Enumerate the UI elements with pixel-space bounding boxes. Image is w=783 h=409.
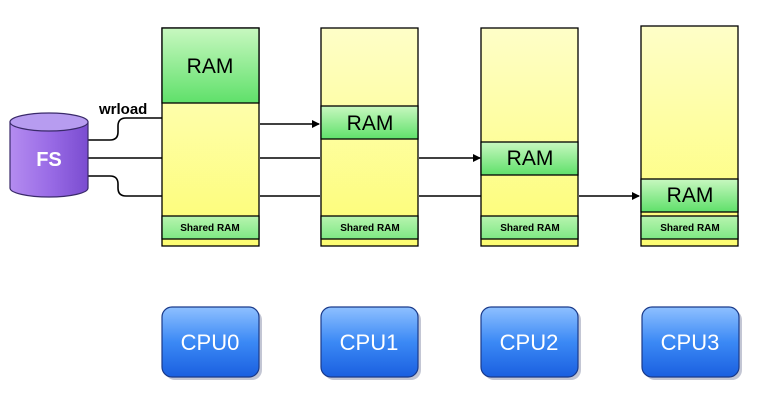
cpu-0: CPU0	[161, 306, 262, 380]
cpu-1: CPU1	[320, 306, 421, 380]
cpu-label-1: CPU1	[340, 330, 399, 355]
shared-ram-1	[320, 215, 419, 240]
shared-ram-2	[480, 215, 579, 240]
memory-block-2: RAM Shared RAM	[480, 27, 579, 247]
ram-region-1	[320, 105, 419, 140]
shared-ram-3	[640, 215, 739, 240]
load-line-top	[88, 117, 162, 141]
ram-region-0	[161, 27, 260, 104]
connection-lines	[88, 117, 640, 200]
filesystem-label: FS	[36, 149, 62, 171]
cpu-3: CPU3	[641, 306, 742, 380]
memory-block-0: RAM Shared RAM	[161, 27, 260, 247]
ram-label-2: RAM	[507, 147, 554, 170]
cpu-label-2: CPU2	[500, 330, 559, 355]
ram-label-0: RAM	[187, 55, 234, 78]
load-label: wrload	[98, 101, 147, 118]
shared-ram-label-2: Shared RAM	[500, 223, 559, 234]
shared-ram-label-0: Shared RAM	[180, 223, 239, 234]
shared-ram-label-3: Shared RAM	[660, 223, 719, 234]
memory-block-3: RAM Shared RAM	[640, 25, 739, 247]
shared-ram-0	[161, 215, 260, 240]
memory-block-1: RAM Shared RAM	[320, 27, 419, 247]
cpu-2: CPU2	[480, 306, 581, 380]
load-line-bottom	[88, 175, 162, 197]
ram-region-3	[640, 178, 739, 213]
ram-label-3: RAM	[667, 184, 714, 207]
cpu-label-0: CPU0	[181, 330, 240, 355]
cpu-label-3: CPU3	[661, 330, 720, 355]
shared-ram-label-1: Shared RAM	[340, 223, 399, 234]
filesystem-icon: FS	[9, 112, 89, 198]
ram-label-1: RAM	[347, 112, 394, 135]
ram-region-2	[480, 141, 579, 176]
